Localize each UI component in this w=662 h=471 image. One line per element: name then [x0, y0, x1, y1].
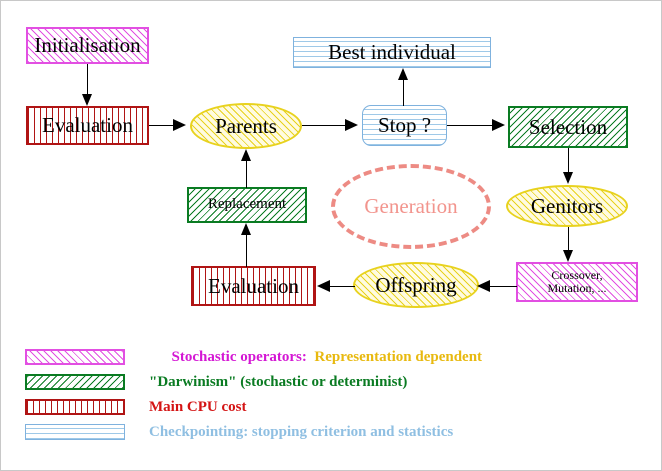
arrowhead-evaluation-to-replacement: [241, 223, 251, 235]
node-generation-label: Generation: [364, 194, 458, 219]
node-stop[interactable]: Stop ?: [362, 105, 447, 146]
edge-stop-to-selection: [447, 125, 493, 126]
edge-parents-to-stop: [302, 125, 346, 126]
node-genitors-label: Genitors: [530, 193, 604, 218]
arrowhead-stop-to-best-individual: [398, 68, 408, 80]
node-replacement[interactable]: Replacement: [187, 187, 307, 223]
node-evaluation-bottom-label: Evaluation: [208, 273, 299, 298]
arrowhead-parents-to-stop: [345, 119, 358, 131]
node-initialisation-label: Initialisation: [34, 33, 141, 58]
node-stop-label: Stop ?: [377, 113, 432, 138]
legend-text-stochastic-operators: Stochastic operators: Representation dep…: [149, 332, 483, 383]
node-crossover-mutation-label: Crossover, Mutation, ...: [547, 268, 607, 295]
arrowhead-genitors-to-crossover: [563, 250, 573, 262]
arrowhead-selection-to-genitors: [563, 172, 573, 184]
edge-genitors-to-crossover: [568, 227, 569, 251]
legend-label-checkpointing: Checkpointing: stopping criterion and st…: [149, 423, 454, 440]
edge-replacement-to-parents: [246, 161, 247, 188]
legend-swatch-magenta-hatch: [25, 349, 125, 365]
arrowhead-replacement-to-parents: [241, 149, 251, 161]
legend-swatch-blue-horizontal-line: [25, 424, 125, 440]
legend-row-main-cpu-cost: Main CPU cost: [25, 397, 247, 417]
node-replacement-label: Replacement: [207, 196, 287, 213]
arrowhead-stop-to-selection: [492, 119, 505, 131]
node-parents[interactable]: Parents: [190, 103, 302, 149]
legend-label-main-cpu-cost: Main CPU cost: [149, 398, 247, 415]
node-offspring[interactable]: Offspring: [353, 262, 479, 308]
node-selection-label: Selection: [528, 114, 608, 139]
arrowhead-offspring-to-evaluation: [317, 280, 330, 292]
node-initialisation[interactable]: Initialisation: [26, 27, 149, 64]
legend-label-representation-dependent: Representation dependent: [306, 348, 483, 365]
legend-swatch-red-vertical-stripe: [25, 399, 125, 415]
edge-offspring-to-evaluation: [329, 286, 355, 287]
node-selection[interactable]: Selection: [508, 106, 628, 148]
node-evaluation-top-label: Evaluation: [42, 113, 133, 138]
node-best-individual-label: Best individual: [328, 40, 456, 65]
legend-row-checkpointing: Checkpointing: stopping criterion and st…: [25, 422, 453, 442]
edge-selection-to-genitors: [568, 148, 569, 174]
node-best-individual[interactable]: Best individual: [293, 37, 491, 68]
edge-evaluation-to-parents: [149, 125, 177, 126]
edge-initialisation-to-evaluation: [87, 64, 88, 95]
node-crossover-mutation[interactable]: Crossover, Mutation, ...: [516, 262, 638, 302]
edge-crossover-to-offspring: [489, 286, 517, 287]
legend-row-stochastic-operators: Stochastic operators: Representation dep…: [25, 347, 482, 367]
node-parents-label: Parents: [215, 113, 277, 138]
legend-row-darwinism: "Darwinism" (stochastic or determinist): [25, 372, 407, 392]
edge-evaluation-to-replacement: [246, 235, 247, 267]
node-evaluation-top[interactable]: Evaluation: [26, 106, 149, 145]
arrowhead-initialisation-to-evaluation: [82, 94, 92, 106]
node-genitors[interactable]: Genitors: [506, 185, 628, 227]
legend-label-stochastic-operators: Stochastic operators:: [171, 348, 307, 365]
arrowhead-crossover-to-offspring: [477, 280, 490, 292]
legend-label-darwinism: "Darwinism" (stochastic or determinist): [149, 373, 408, 390]
legend-swatch-green-hatch: [25, 374, 125, 390]
node-evaluation-bottom[interactable]: Evaluation: [191, 266, 316, 306]
node-generation: Generation: [331, 164, 491, 249]
node-offspring-label: Offspring: [375, 272, 457, 297]
edge-stop-to-best-individual: [403, 80, 404, 106]
arrowhead-evaluation-to-parents: [173, 119, 186, 131]
